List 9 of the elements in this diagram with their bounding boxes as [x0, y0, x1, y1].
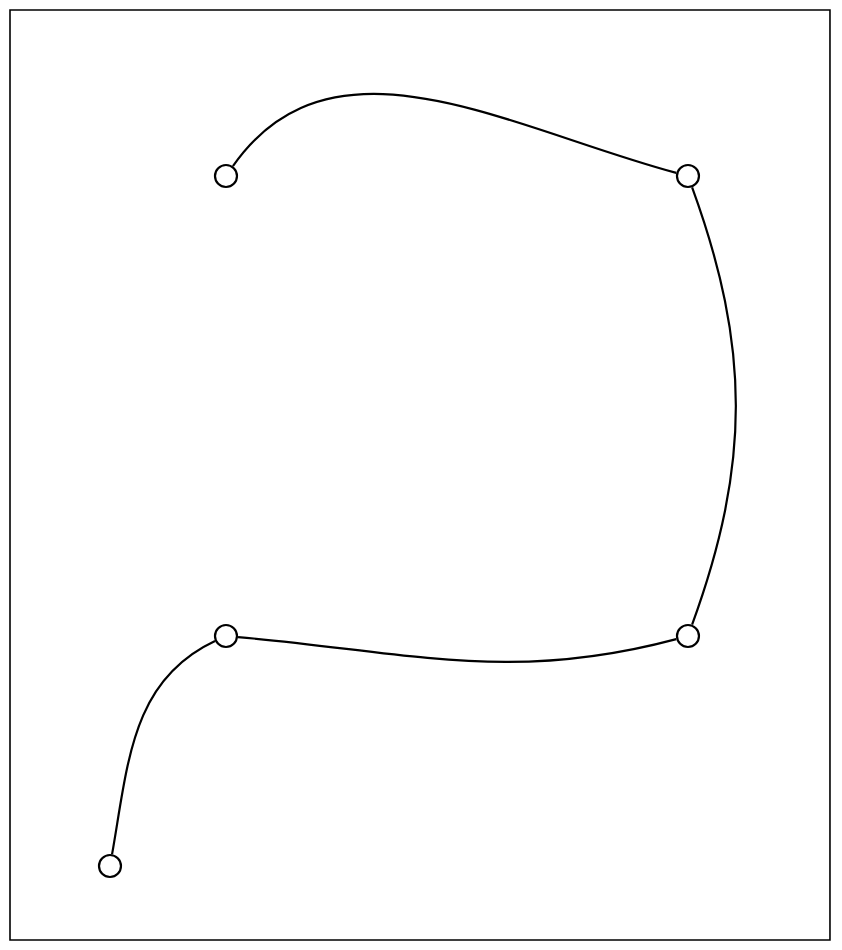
point-marker: [97, 853, 123, 879]
point-marker: [675, 163, 701, 189]
curve: [232, 93, 677, 174]
curve: [111, 640, 216, 855]
point-marker: [675, 623, 701, 649]
curve: [691, 187, 737, 625]
point-marker: [213, 623, 239, 649]
point-marker: [213, 163, 239, 189]
curve: [237, 635, 677, 663]
